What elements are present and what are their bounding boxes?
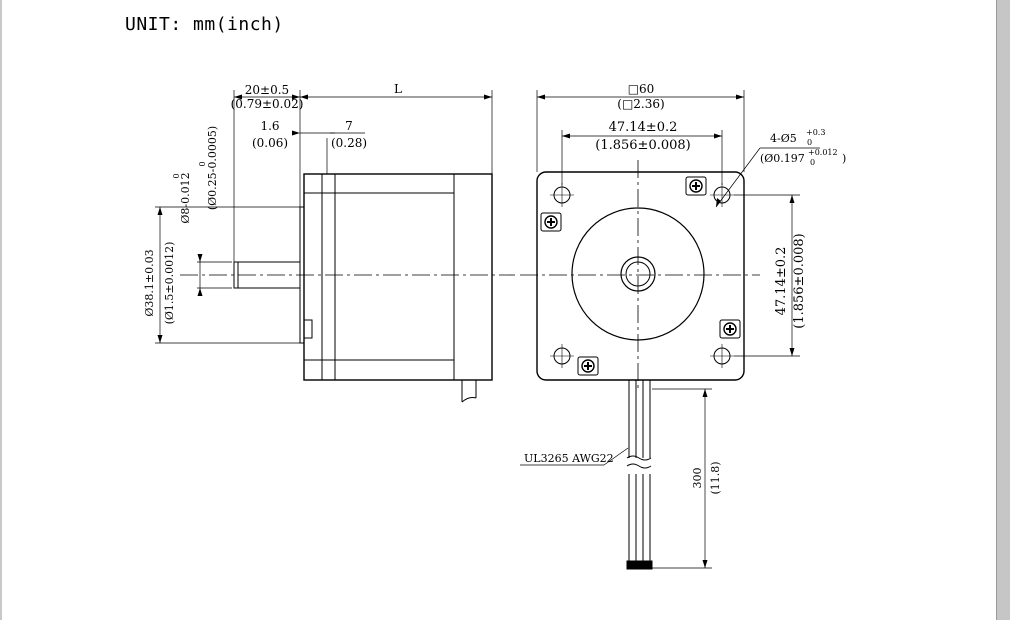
screws [540,176,741,376]
pilot-circle [571,207,705,341]
dim-flange-length: 20±0.5 [245,83,289,97]
dim-shaft-dia: Ø8-0.012 [179,172,192,223]
dim-shaft-dia-inch-tol: 0 [198,161,207,166]
dim-boss-length-inch: (0.06) [252,136,288,150]
dim-pilot-dia-inch: (Ø1.5±0.0012) [163,242,176,325]
dim-flange-length-inch: (0.79±0.02) [231,97,304,111]
wire-spec: UL3265 AWG22 [524,452,614,465]
motor-body [303,173,493,381]
dim-square-inch: (□2.36) [617,97,664,111]
dim-lead-length: 300 [691,468,704,489]
dim-hole-spec-tol-bot: 0 [807,138,812,147]
mounting-holes [550,183,734,368]
dim-hole-spec-inch: (Ø0.197 [760,152,805,165]
dim-hole-pitch-h: 47.14±0.2 [609,120,678,135]
dim-hole-pitch-v: 47.14±0.2 [774,247,789,316]
dim-shaft-dia-inch: (Ø0.25-0.0005) [206,126,219,210]
lead-wires [626,380,653,570]
dim-shaft-dia-tol: 0 [172,173,181,178]
frame-right-scrollbar[interactable] [997,0,1010,620]
dim-hole-pitch-h-inch: (1.856±0.008) [595,138,690,153]
front-face [536,171,745,381]
dim-hole-spec-inch-close: ) [842,152,846,165]
dim-hole-spec-tol-top: +0.3 [806,128,825,137]
dim-square: □60 [628,82,655,96]
unit-label: UNIT: mm(inch) [125,14,284,35]
dim-pilot-dia: Ø38.1±0.03 [143,249,156,316]
side-view [155,90,515,403]
dim-boss-length: 1.6 [260,119,279,133]
frame-right-edge [996,0,997,620]
dim-lead-length-inch: (11.8) [709,461,722,494]
dim-hole-spec-inch-tol-bot: 0 [810,158,815,167]
dim-flat-length: 7 [345,119,353,133]
dim-body-length: L [394,82,402,96]
frame-left-border [0,0,2,620]
arrow-heads [157,94,795,568]
dim-hole-spec-inch-tol-top: +0.012 [808,148,838,157]
dim-hole-pitch-v-inch: (1.856±0.008) [792,233,807,328]
front-view [520,90,820,570]
dim-hole-spec: 4-Ø5 [770,132,797,145]
dim-flat-length-inch: (0.28) [331,136,367,150]
